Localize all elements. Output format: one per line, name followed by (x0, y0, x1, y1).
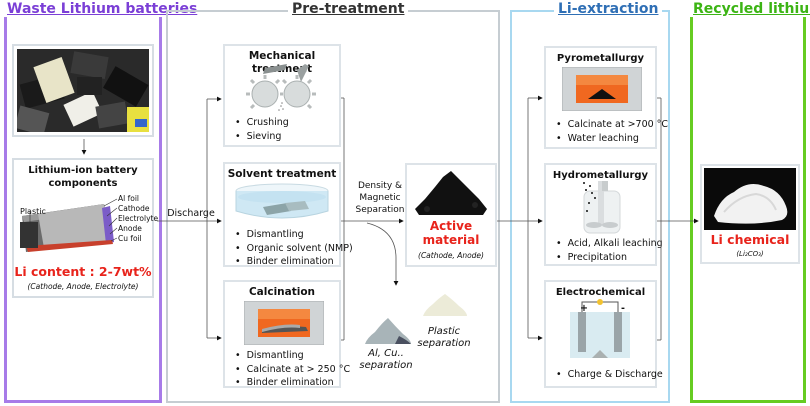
battery-components-card: Lithium-ion battery components Plastic A… (12, 158, 158, 298)
plastic-separation-label: Plastic separation (417, 326, 471, 349)
calcination-card: Calcination Dismantling Calcinate at > 2… (223, 280, 350, 388)
positive-terminal-label: + (580, 303, 588, 314)
solvent-treatment-title: Solvent treatment (227, 168, 337, 180)
mechanical-treatment-bullets: Crushing Sieving (235, 116, 289, 143)
solvent-treatment-card: Solvent treatment Dismantling Organic so… (223, 162, 353, 267)
pyrometallurgy-title: Pyrometallurgy (556, 53, 645, 64)
recycled-lithium-section: Recycled lithium (689, 1, 810, 403)
furnace-icon (244, 301, 324, 345)
discharge-label: Discharge (167, 208, 215, 219)
bullet-item: Calcinate at > 250 °C (235, 363, 350, 377)
waste-batteries-section: Waste Lithium batteries (3, 1, 202, 403)
pyrometallurgy-bullets: Calcinate at >700 °C Water leaching (556, 118, 668, 145)
active-material-card: Active material (Cathode, Anode) (405, 163, 497, 267)
pretreatment-section: Pre-treatment (166, 1, 500, 403)
electrochemical-bullets: Charge & Discharge (556, 368, 663, 382)
li-content-label: Li content : 2-7wt% (14, 264, 152, 279)
black-powder-icon (415, 171, 487, 215)
battery-components-title: Lithium-ion battery components (28, 165, 138, 189)
bullet-item: Acid, Alkali leaching (556, 237, 663, 251)
crusher-icon (246, 64, 316, 111)
li-chemical-card: Li chemical (Li₂CO₃) (700, 164, 800, 264)
battery-layers-illustration (20, 198, 118, 252)
calcination-title: Calcination (248, 286, 316, 298)
recycled-section-title: Recycled lithium (689, 1, 810, 17)
plastic-powder-icon (423, 294, 467, 316)
furnace-icon (562, 67, 642, 111)
bullet-item: Dismantling (235, 349, 350, 363)
hydrometallurgy-title: Hydrometallurgy (552, 170, 649, 181)
bullet-item: Precipitation (556, 251, 663, 265)
negative-terminal-label: - (621, 303, 625, 314)
layer-label-electrolyte: Electrolyte (118, 214, 159, 223)
hydrometallurgy-card: Hydrometallurgy Acid, Alkali leaching Pr… (544, 163, 663, 266)
bullet-item: Crushing (235, 116, 289, 130)
calcination-bullets: Dismantling Calcinate at > 250 °C Binder… (235, 349, 350, 390)
electrolysis-cell-icon (570, 299, 630, 358)
pyrometallurgy-card: Pyrometallurgy Calcinate at >700 °C Wate… (544, 46, 668, 149)
li-extraction-section-title: Li-extraction (554, 1, 663, 17)
mechanical-treatment-card: Mechanical treatment Crushing Sieving (223, 44, 341, 147)
bullet-item: Binder elimination (235, 255, 353, 269)
solvent-dish-icon (235, 183, 329, 219)
battery-layer-labels: Al foil Cathode Electrolyte Anode Cu foi… (118, 194, 158, 244)
bullet-item: Dismantling (235, 228, 353, 242)
electrochemical-card: Electrochemical + - Charge & Discharge (544, 280, 663, 388)
bullet-item: Calcinate at >700 °C (556, 118, 668, 132)
bullet-item: Water leaching (556, 132, 668, 146)
layer-label-cathode: Cathode (118, 204, 150, 213)
separation-label: Density & Magnetic Separation (355, 181, 405, 215)
li-content-note: (Cathode, Anode, Electrolyte) (27, 282, 139, 291)
battery-pile-image (14, 49, 149, 136)
waste-batteries-photo (12, 44, 154, 137)
bullet-item: Sieving (235, 130, 289, 144)
plastic-label: Plastic (20, 207, 46, 216)
active-material-note: (Cathode, Anode) (418, 251, 484, 260)
electrochemical-title: Electrochemical (555, 287, 646, 298)
layer-label-al-foil: Al foil (118, 194, 139, 203)
hydrometallurgy-bullets: Acid, Alkali leaching Precipitation (556, 237, 663, 264)
layer-label-anode: Anode (118, 224, 142, 233)
layer-label-cu-foil: Cu foil (118, 234, 142, 243)
li-chemical-formula: (Li₂CO₃) (736, 250, 764, 258)
pretreatment-section-title: Pre-treatment (288, 1, 409, 17)
solvent-treatment-bullets: Dismantling Organic solvent (NMP) Binder… (235, 228, 353, 269)
li-extraction-section: Li-extraction (510, 1, 670, 403)
active-material-title: Active material (422, 219, 480, 247)
bullet-item: Organic solvent (NMP) (235, 242, 353, 256)
metal-separation-label: Al, Cu.. separation (359, 348, 413, 371)
metal-powder-icon (365, 318, 411, 344)
waste-section-title: Waste Lithium batteries (3, 1, 202, 17)
leaching-reactor-icon (583, 181, 621, 234)
li-chemical-title: Li chemical (710, 232, 790, 247)
bullet-item: Binder elimination (235, 376, 350, 390)
bullet-item: Charge & Discharge (556, 368, 663, 382)
white-powder-image (704, 168, 796, 230)
